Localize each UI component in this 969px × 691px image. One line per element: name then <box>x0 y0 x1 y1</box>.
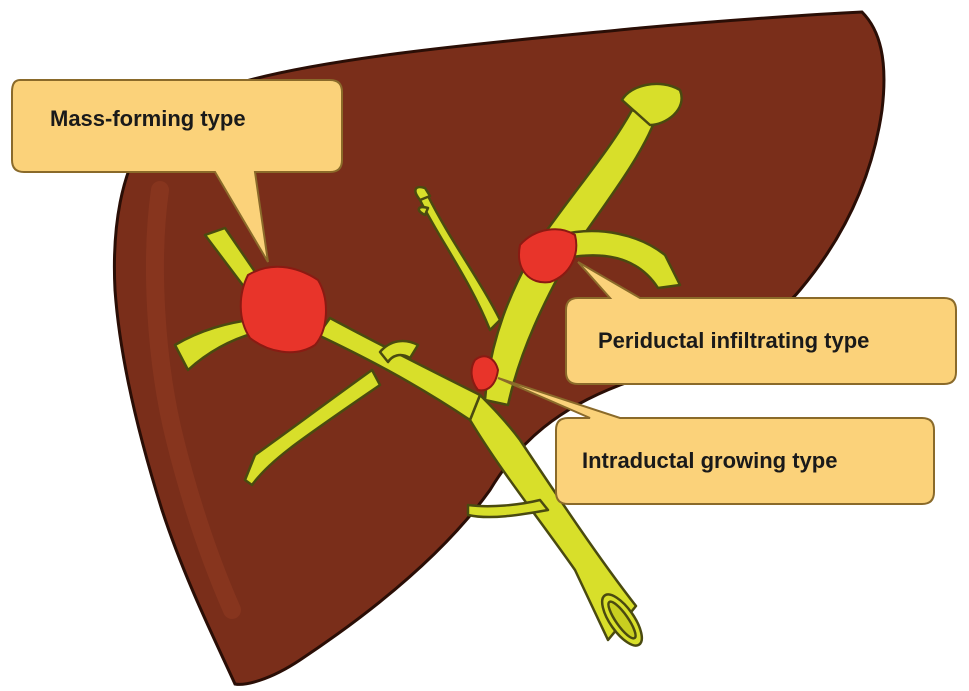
mass-forming-tumor <box>241 267 326 352</box>
mass-forming-label: Mass-forming type <box>50 106 246 131</box>
periductal-label: Periductal infiltrating type <box>598 328 869 353</box>
intraductal-label: Intraductal growing type <box>582 448 837 473</box>
